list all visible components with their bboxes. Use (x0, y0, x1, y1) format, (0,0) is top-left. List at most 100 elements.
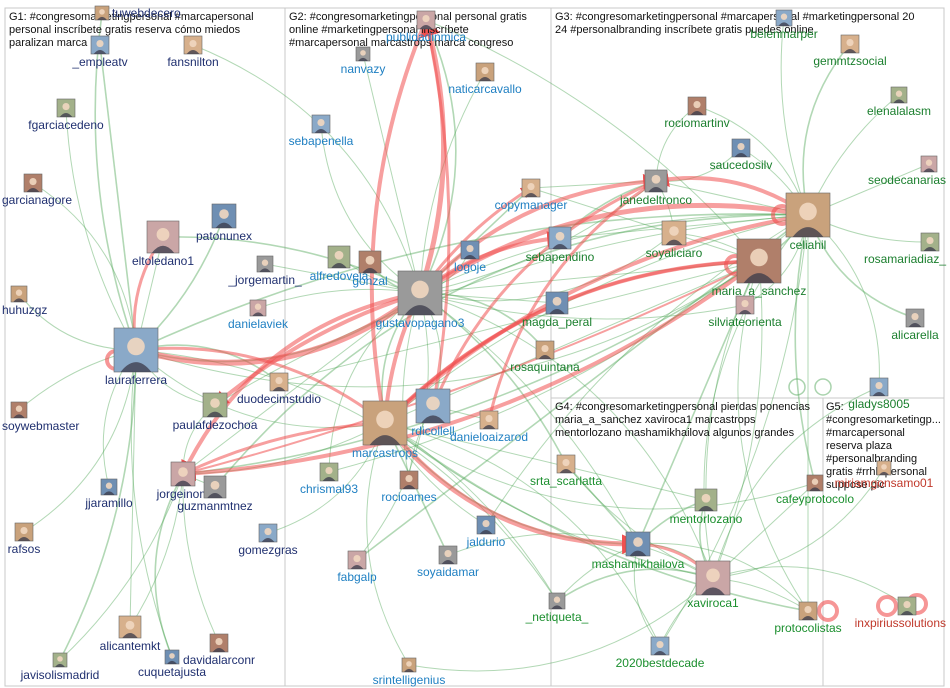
node-netiqueta[interactable]: _netiqueta_ (525, 592, 589, 624)
node-eltoledano1[interactable]: eltoledano1 (132, 220, 194, 268)
avatar-body (402, 484, 416, 489)
node-javisolismadrid[interactable]: javisolismadrid (20, 652, 100, 682)
node-danieloaizarod[interactable]: danieloaizarod (450, 410, 528, 444)
node-protocolistas[interactable]: protocolistas (774, 601, 842, 635)
node-rosamariadiaz[interactable]: rosamariadiaz_ (864, 232, 946, 266)
node-paulafdezochoa[interactable]: paulafdezochoa (173, 392, 258, 432)
avatar-head (895, 90, 903, 97)
node-copymanager[interactable]: copymanager (495, 178, 568, 212)
node-chrismal93[interactable]: chrismal93 (300, 462, 358, 496)
node-fgarciacedeno[interactable]: fgarciacedeno (28, 98, 104, 132)
avatar-body (551, 605, 563, 609)
node-alfredovela[interactable]: alfredovela (310, 245, 369, 283)
edge-line (23, 349, 137, 533)
node-label: danieloaizarod (450, 430, 528, 444)
node-soywebmaster[interactable]: soywebmaster (2, 401, 79, 433)
avatar-head (846, 38, 854, 47)
node-marcastrops[interactable]: marcastrops (352, 400, 418, 460)
node-davidalarconr[interactable]: davidalarconr (183, 633, 255, 667)
node-label: lauraferrera (105, 373, 167, 387)
node-patonunex[interactable]: patonunex (196, 203, 252, 243)
avatar-body (559, 468, 573, 473)
node-gustavopagano3[interactable]: gustavopagano3 (376, 270, 465, 330)
node-magda-peral[interactable]: magda_peral (522, 291, 592, 329)
node-alicantemkt[interactable]: alicantemkt (100, 615, 161, 653)
node-naticarcavallo[interactable]: naticarcavallo (448, 62, 522, 96)
node-jorgemartin[interactable]: _jorgemartin_ (227, 255, 302, 287)
node-cuquetajusta[interactable]: cuquetajusta (138, 649, 206, 679)
node-soyaidamar[interactable]: soyaidamar (417, 545, 479, 579)
node-maria-a-sanchez[interactable]: maria_a_sanchez (712, 238, 807, 298)
avatar-body (206, 411, 224, 417)
node-logoje[interactable]: logoje (454, 240, 486, 274)
node-rosaquintana[interactable]: rosaquintana (510, 340, 580, 374)
node-fansnilton[interactable]: fansnilton (167, 35, 219, 69)
node-garcianagore[interactable]: garcianagore (2, 173, 72, 207)
node-jorgeinom[interactable]: jorgeinom (156, 461, 210, 501)
node-jjaramillo[interactable]: jjaramillo (84, 478, 133, 510)
avatar-head (555, 231, 565, 241)
node-lauraferrera[interactable]: lauraferrera (105, 327, 167, 387)
node-xaviroca1[interactable]: xaviroca1 (687, 560, 739, 610)
avatar-head (411, 280, 429, 299)
edge-line (182, 473, 220, 644)
node-srta-scarlatta[interactable]: srta_scarlatta (530, 454, 602, 488)
node-label: fansnilton (167, 55, 218, 69)
avatar-body (923, 168, 935, 172)
node-rdicollell[interactable]: rdicollell (411, 388, 455, 438)
node-label: rosaquintana (510, 360, 580, 374)
node-gonzal[interactable]: gonzal (352, 250, 388, 288)
node-mashamikhailova[interactable]: mashamikhailova (592, 531, 685, 571)
node-fabgalp[interactable]: fabgalp (337, 550, 377, 584)
node-elenalalasm[interactable]: elenalalasm (867, 86, 931, 118)
avatar-head (15, 405, 23, 412)
group-title-g3: G3: #congresomarketingpersonal #marcaper… (555, 11, 918, 36)
avatar-body (331, 263, 347, 268)
avatar-body (701, 587, 725, 595)
node-publidadinmica[interactable]: publidadinmica (386, 10, 466, 44)
node-sebapendino[interactable]: sebapendino (526, 226, 595, 264)
node-gladys8005[interactable]: gladys8005 (848, 377, 910, 411)
avatar-head (254, 303, 262, 310)
node-rociomartinv[interactable]: rociomartinv (664, 96, 730, 130)
node-label: eltoledano1 (132, 254, 194, 268)
node-nanvazy[interactable]: nanvazy (341, 46, 386, 76)
avatar-body (778, 22, 790, 26)
node-huhuzgz[interactable]: huhuzgz (2, 285, 47, 317)
node-soyaliciaro[interactable]: soyaliciaro (646, 220, 703, 260)
node-rocioames[interactable]: rocioames (381, 470, 437, 504)
node-saucedosilv[interactable]: saucedosilv (710, 138, 773, 172)
node-rafsos[interactable]: rafsos (8, 522, 41, 556)
node-guzmanmtnez[interactable]: guzmanmtnez (177, 475, 253, 513)
node-gomezgras[interactable]: gomezgras (238, 523, 298, 557)
node-belenmarper[interactable]: belenmarper (750, 9, 818, 41)
node-label: elenalalasm (867, 104, 931, 118)
node-danielaviek[interactable]: danielaviek (228, 299, 289, 331)
node-jaldurio[interactable]: jaldurio (466, 515, 506, 549)
node-empleatv[interactable]: _empleatv (71, 35, 128, 69)
node-2020bestdecade[interactable]: 2020bestdecade (616, 636, 705, 670)
node-seodecanarias[interactable]: seodecanarias (868, 155, 946, 187)
node-gemmtzsocial[interactable]: gemmtzsocial (813, 34, 887, 68)
node-srintelligenius[interactable]: srintelligenius (373, 657, 446, 687)
edge-line (637, 542, 809, 612)
node-inxpiriussolutions[interactable]: inxpiriussolutions (855, 596, 946, 630)
group-title-g4: G4: #congresomarketingpersonal pierdas p… (555, 401, 813, 439)
edge-line (384, 422, 714, 579)
node-sebapenella[interactable]: sebapenella (289, 114, 354, 148)
node-cafeyprotocolo[interactable]: cafeyprotocolo (776, 474, 854, 506)
node-celiahil[interactable]: celiahil (785, 192, 831, 252)
node-alicarella[interactable]: alicarella (891, 308, 939, 342)
avatar-body (482, 424, 496, 429)
avatar-body (479, 529, 493, 534)
avatar-head (169, 653, 175, 659)
avatar-head (360, 50, 366, 56)
node-duodecimstudio[interactable]: duodecimstudio (237, 372, 321, 406)
node-silviateorienta[interactable]: silviateorienta (708, 295, 782, 329)
node-mentorlozano[interactable]: mentorlozano (670, 488, 743, 526)
node-janedeltronco[interactable]: janedeltronco (619, 169, 692, 207)
node-miriamgonsamo01[interactable]: miriamgonsamo01 (835, 460, 934, 490)
node-tuwebdecero[interactable]: tuwebdecero (94, 5, 181, 21)
node-label: xaviroca1 (687, 596, 739, 610)
